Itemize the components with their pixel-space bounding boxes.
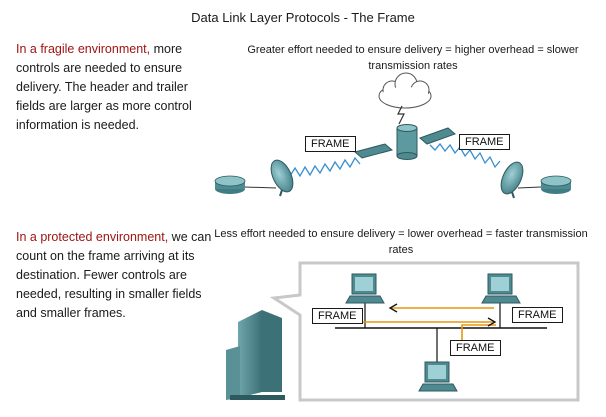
fragile-text: more controls are needed to ensure deliv… [16,42,192,132]
wireless-signal-left [289,156,361,178]
central-wireless-device [353,124,456,160]
lightning-icon [397,105,405,125]
fragile-description: In a fragile environment, more controls … [16,40,216,135]
frame-label-fragile-right: FRAME [459,134,510,150]
frame-label-protected-right: FRAME [512,307,563,323]
dish-right-icon [500,161,524,199]
frame-label-fragile-left: FRAME [305,136,356,152]
fragile-caption: Greater effort needed to ensure delivery… [247,44,579,72]
pc-left-icon [345,273,385,304]
router-right-icon [517,175,572,194]
protected-description: In a protected environment, we can count… [16,228,216,323]
frame-label-protected-left: FRAME [312,308,363,324]
pc-right-icon [481,273,521,304]
protected-text: we can count on the frame arriving at it… [16,230,212,320]
cloud-icon [378,72,432,109]
pc-bottom-icon [418,361,458,392]
router-left-icon [214,175,277,194]
arrowheads [388,303,497,327]
frame-label-protected-bottom: FRAME [450,340,501,356]
page-title: Data Link Layer Protocols - The Frame [191,10,415,25]
protected-caption: Less effort needed to ensure delivery = … [214,228,588,256]
wireless-signal-right [429,142,501,169]
protected-highlight: In a protected environment, [16,230,169,244]
building-icon [226,310,285,400]
fragile-highlight: In a fragile environment, [16,42,151,56]
dish-left-icon [270,159,294,197]
